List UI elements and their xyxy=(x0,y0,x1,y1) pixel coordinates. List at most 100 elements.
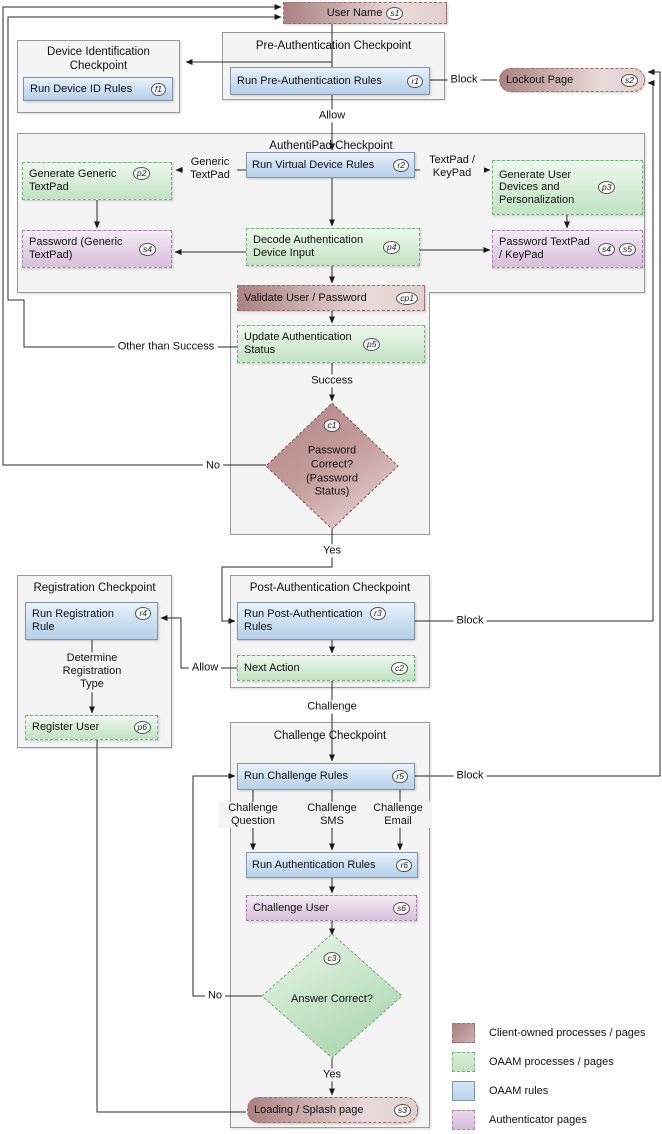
node-label: Decode Authentication Device Input xyxy=(253,234,364,259)
title-postauth-checkpoint: Post-Authentication Checkpoint xyxy=(249,582,411,594)
node-label: Lockout Page xyxy=(506,73,574,86)
node-update-auth-status: Update Authentication Status p5 xyxy=(237,325,425,363)
step-badge: p6 xyxy=(133,721,151,734)
node-run-device-id-rules: Run Device ID Rules f1 xyxy=(23,77,173,101)
node-run-challenge-rules: Run Challenge Rules r5 xyxy=(237,763,415,790)
edge-label-no-answer: No xyxy=(204,989,226,1003)
legend-swatch-authenticator-pages xyxy=(452,1110,475,1130)
node-next-action: Next Action c2 xyxy=(237,655,415,681)
legend-label: Authenticator pages xyxy=(489,1114,587,1126)
step-badge: s4 xyxy=(139,242,156,256)
node-run-preauth-rules: Run Pre-Authentication Rules r1 xyxy=(230,67,430,95)
legend-item-client-owned: Client-owned processes / pages xyxy=(452,1023,646,1043)
step-badge: cp1 xyxy=(396,291,418,305)
edge-label-other-than-success: Other than Success xyxy=(114,340,218,354)
step-badge-c1: c1 xyxy=(323,415,341,433)
step-badge: p4 xyxy=(383,240,401,254)
legend-swatch-oaam-rules xyxy=(452,1081,475,1101)
step-badge: s4 xyxy=(598,242,616,256)
title-preauth-checkpoint: Pre-Authentication Checkpoint xyxy=(255,40,412,52)
node-label: Run Device ID Rules xyxy=(30,82,133,95)
legend-item-oaam-processes: OAAM processes / pages xyxy=(452,1052,614,1072)
legend-item-oaam-rules: OAAM rules xyxy=(452,1081,548,1101)
step-badge: s2 xyxy=(621,73,638,87)
node-run-postauth-rules: Run Post-Authentication Rules r3 xyxy=(237,602,415,640)
edge-label-challenge: Challenge xyxy=(304,700,360,714)
node-label: Run Pre-Authentication Rules xyxy=(237,74,382,87)
node-label: Generate Generic TextPad xyxy=(29,168,117,193)
legend-label: Client-owned processes / pages xyxy=(489,1027,646,1039)
edge-label-success: Success xyxy=(308,374,356,388)
node-register-user: Register User p6 xyxy=(25,715,158,740)
node-user-name: User Name s1 xyxy=(283,2,447,24)
node-loading-splash-page: Loading / Splash page s3 xyxy=(247,1097,418,1123)
step-badge: r5 xyxy=(392,770,408,783)
edge-label-block: Block xyxy=(447,73,481,87)
step-badge: s6 xyxy=(393,901,410,915)
step-badge: s1 xyxy=(386,6,404,20)
node-label: Run Challenge Rules xyxy=(244,770,348,783)
node-label: Challenge User xyxy=(253,901,329,914)
legend-label: OAAM processes / pages xyxy=(489,1056,614,1068)
node-label: Run Authentication Rules xyxy=(252,858,376,871)
edge-label-challenge-sms: Challenge SMS xyxy=(298,801,366,829)
edge-label-generic-textpad: Generic TextPad xyxy=(183,155,237,183)
step-badge: p3 xyxy=(598,181,616,194)
node-label: User Name xyxy=(326,6,383,19)
node-label: Update Authentication Status xyxy=(244,331,352,356)
step-badge: r2 xyxy=(393,158,409,172)
node-label: Run Post-Authentication Rules xyxy=(244,608,363,633)
title-registration-checkpoint: Registration Checkpoint xyxy=(33,582,156,594)
edge-label-allow: Allow xyxy=(315,109,349,123)
legend-swatch-oaam-processes xyxy=(452,1052,475,1072)
step-badge: p5 xyxy=(363,337,381,351)
node-generate-user-devices: Generate User Devices and Personalizatio… xyxy=(492,160,643,215)
decision-label-answer-correct: Answer Correct? xyxy=(291,993,373,1006)
step-badge-c3: c3 xyxy=(323,948,341,966)
step-badge: c2 xyxy=(391,661,408,675)
edge-label-no: No xyxy=(202,459,224,473)
node-label: Next Action xyxy=(244,661,300,674)
title-device-id-checkpoint: Device Identification Checkpoint xyxy=(47,46,150,72)
legend-item-authenticator-pages: Authenticator pages xyxy=(452,1110,587,1130)
node-label: Password (Generic TextPad) xyxy=(29,236,123,261)
step-badge: r1 xyxy=(407,74,423,88)
edge-label-block-challenge: Block xyxy=(453,769,487,783)
legend-swatch-client-owned xyxy=(452,1023,475,1043)
node-run-registration-rule: Run Registration Rule r4 xyxy=(25,602,158,640)
decision-label-password-correct: Password Correct? (Password Status) xyxy=(306,444,358,498)
step-badge: r6 xyxy=(396,858,412,872)
node-label: Loading / Splash page xyxy=(254,1103,364,1116)
node-label: Validate User / Password xyxy=(244,291,367,304)
node-lockout-page: Lockout Page s2 xyxy=(499,68,645,92)
edge-label-textpad-keypad: TextPad / KeyPad xyxy=(420,153,484,181)
node-label: Register User xyxy=(32,721,100,734)
edge-label-challenge-question: Challenge Question xyxy=(219,801,287,829)
step-badge: r3 xyxy=(370,607,386,620)
edge-label-allow-registration: Allow xyxy=(188,661,222,675)
edge-label-block-postauth: Block xyxy=(453,614,487,628)
node-password-generic-textpad: Password (Generic TextPad) s4 xyxy=(22,230,172,268)
node-password-textpad-keypad: Password TextPad / KeyPad s4 s5 xyxy=(492,230,643,268)
node-decode-auth-device-input: Decode Authentication Device Input p4 xyxy=(246,228,420,266)
node-validate-user-password: Validate User / Password cp1 xyxy=(237,285,425,311)
edge-label-challenge-email: Challenge Email xyxy=(364,801,432,829)
step-badge: s5 xyxy=(619,242,636,256)
node-label: Password TextPad / KeyPad xyxy=(499,236,590,261)
edge-label-yes: Yes xyxy=(320,544,344,558)
edge-label-yes-answer: Yes xyxy=(320,1068,344,1082)
node-label: Run Registration Rule xyxy=(32,608,114,633)
node-run-authentication-rules: Run Authentication Rules r6 xyxy=(246,852,418,878)
step-badge: r4 xyxy=(135,607,151,620)
step-badge: p2 xyxy=(133,167,151,180)
node-generate-generic-textpad: Generate Generic TextPad p2 xyxy=(22,162,172,200)
node-label: Run Virtual Device Rules xyxy=(252,158,375,171)
node-label: Generate User Devices and Personalizatio… xyxy=(499,168,575,206)
node-challenge-user: Challenge User s6 xyxy=(246,895,417,921)
step-badge: f1 xyxy=(150,82,166,96)
title-challenge-checkpoint: Challenge Checkpoint xyxy=(273,730,387,742)
edge-label-determine-registration-type: Determine Registration Type xyxy=(49,652,135,692)
node-run-virtual-device-rules: Run Virtual Device Rules r2 xyxy=(246,152,415,178)
step-badge: s3 xyxy=(394,1103,411,1117)
